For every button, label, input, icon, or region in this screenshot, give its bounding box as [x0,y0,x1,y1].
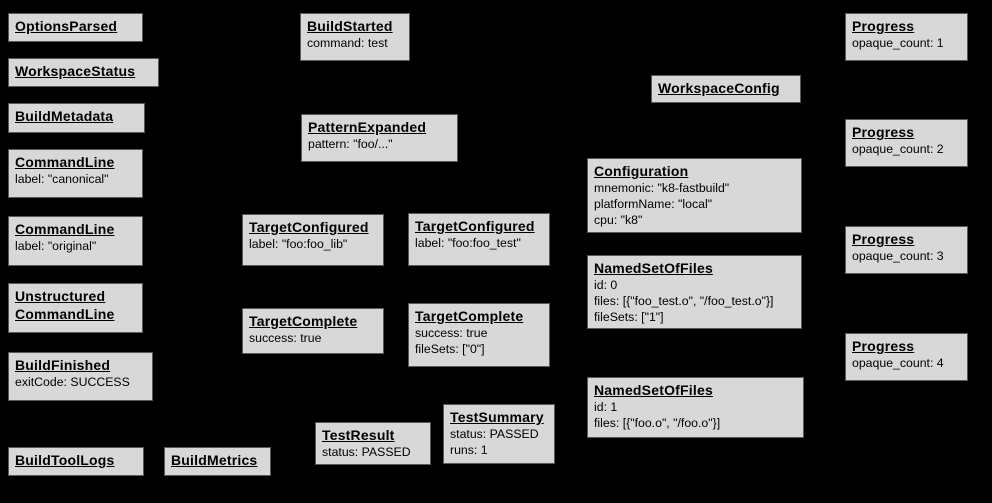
node-field: status: PASSED [450,427,539,441]
node-title: TestSummary [450,409,544,425]
node-target-configured-test: TargetConfigured label: "foo:foo_test" [408,213,550,266]
node-field: opaque_count: 1 [852,36,944,50]
node-build-started: BuildStarted command: test [300,13,410,61]
node-field: command: test [307,36,388,50]
node-workspace-config: WorkspaceConfig [651,75,801,103]
node-field: opaque_count: 2 [852,142,944,156]
node-title: Progress [852,18,915,34]
node-field: opaque_count: 3 [852,249,944,263]
node-field: success: true [415,326,488,340]
node-field: success: true [249,331,322,345]
node-command-line-canonical: CommandLine label: "canonical" [8,149,143,198]
node-target-complete-test: TargetComplete success: true fileSets: [… [408,303,550,367]
node-field: id: 0 [594,278,618,292]
node-progress-2: Progress opaque_count: 2 [845,119,968,167]
node-title: BuildFinished [15,357,111,373]
node-field: files: [{"foo.o", "/foo.o"}] [594,416,721,430]
node-unstructured-command-line: Unstructured CommandLine [8,283,143,333]
node-field: fileSets: ["0"] [415,342,485,356]
node-title: Progress [852,231,915,247]
node-target-configured-lib: TargetConfigured label: "foo:foo_lib" [242,214,384,266]
node-title: PatternExpanded [308,119,427,135]
node-title: TargetConfigured [415,218,535,234]
node-test-result: TestResult status: PASSED [315,422,431,465]
node-field: files: [{"foo_test.o", "/foo_test.o"}] [594,294,774,308]
node-title: BuildMetadata [15,108,114,124]
node-title: TargetComplete [249,313,358,329]
node-configuration: Configuration mnemonic: "k8-fastbuild" p… [587,158,802,233]
node-test-summary: TestSummary status: PASSED runs: 1 [443,404,555,464]
node-field: opaque_count: 4 [852,356,944,370]
node-pattern-expanded: PatternExpanded pattern: "foo/..." [301,114,458,162]
node-field: label: "original" [15,239,97,253]
node-title: Progress [852,338,915,354]
node-title: Progress [852,124,915,140]
node-title: TestResult [322,427,395,443]
node-named-set-of-files-0: NamedSetOfFiles id: 0 files: [{"foo_test… [587,255,802,329]
node-command-line-original: CommandLine label: "original" [8,216,143,266]
node-progress-4: Progress opaque_count: 4 [845,333,968,381]
node-title: Configuration [594,163,689,179]
node-title: NamedSetOfFiles [594,382,713,398]
node-progress-3: Progress opaque_count: 3 [845,226,968,274]
node-workspace-status: WorkspaceStatus [8,58,159,87]
node-title: WorkspaceStatus [15,63,136,79]
node-title: BuildToolLogs [15,452,115,468]
node-title: CommandLine [15,154,115,170]
node-title: BuildStarted [307,18,393,34]
node-title: WorkspaceConfig [658,80,780,96]
node-named-set-of-files-1: NamedSetOfFiles id: 1 files: [{"foo.o", … [587,377,804,438]
node-field: exitCode: SUCCESS [15,375,130,389]
node-field: platformName: "local" [594,197,713,211]
node-build-metadata: BuildMetadata [8,103,145,133]
node-title: Unstructured CommandLine [15,288,115,322]
node-title: NamedSetOfFiles [594,260,713,276]
node-title: OptionsParsed [15,18,118,34]
node-field: fileSets: ["1"] [594,310,664,324]
node-title: BuildMetrics [171,452,258,468]
node-title: TargetConfigured [249,219,369,235]
node-field: pattern: "foo/..." [308,137,393,151]
node-field: mnemonic: "k8-fastbuild" [594,181,730,195]
node-build-finished: BuildFinished exitCode: SUCCESS [8,352,153,401]
node-build-metrics: BuildMetrics [164,447,271,476]
node-title: TargetComplete [415,308,524,324]
node-target-complete-lib: TargetComplete success: true [242,308,384,354]
node-field: runs: 1 [450,443,488,457]
node-progress-1: Progress opaque_count: 1 [845,13,968,61]
node-options-parsed: OptionsParsed [8,13,143,42]
node-field: label: "foo:foo_lib" [249,237,348,251]
node-title: CommandLine [15,221,115,237]
node-field: cpu: "k8" [594,213,643,227]
node-field: label: "foo:foo_test" [415,236,521,250]
node-field: status: PASSED [322,445,411,459]
node-field: id: 1 [594,400,618,414]
node-build-tool-logs: BuildToolLogs [8,447,144,476]
node-field: label: "canonical" [15,172,109,186]
